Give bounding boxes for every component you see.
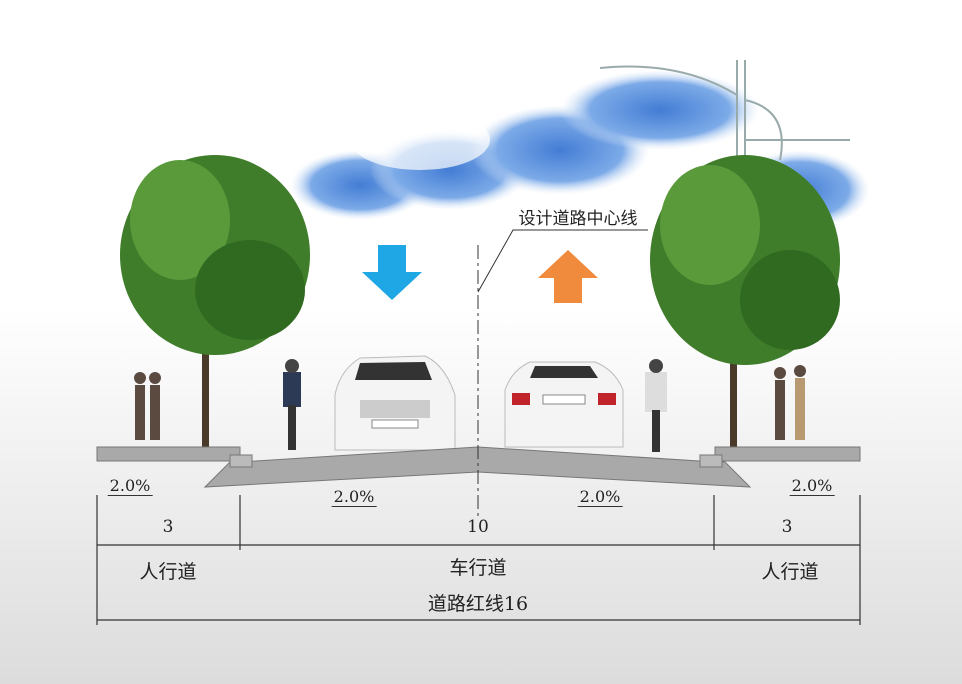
label-carriageway: 车行道 <box>449 557 507 579</box>
slope-right-sidewalk: 2.0% <box>789 476 835 496</box>
slope-right-lane: 2.0% <box>577 487 623 507</box>
centerline-label: 设计道路中心线 <box>518 209 638 229</box>
label-left-sidewalk: 人行道 <box>139 561 197 583</box>
label-right-sidewalk: 人行道 <box>761 561 819 583</box>
pedestrians-icon <box>134 365 806 440</box>
down-arrow-icon <box>362 245 422 300</box>
clouds <box>290 70 870 230</box>
right-car-icon <box>504 361 624 448</box>
label-total-width: 道路红线16 <box>427 593 529 615</box>
up-arrow-icon <box>538 250 598 303</box>
slope-left-lane: 2.0% <box>331 487 377 507</box>
right-tree-icon <box>650 155 840 450</box>
cyclists-icon <box>283 359 667 452</box>
width-right-sidewalk: 3 <box>781 517 793 537</box>
width-left-sidewalk: 3 <box>162 517 174 537</box>
width-carriageway: 10 <box>467 517 489 537</box>
centerline-leader <box>477 229 648 293</box>
slope-left-sidewalk: 2.0% <box>107 476 153 496</box>
left-car-icon <box>334 355 456 451</box>
street-lamp-icon <box>599 60 850 170</box>
road-section <box>96 446 861 488</box>
left-tree-icon <box>120 155 310 450</box>
dimension-lines <box>96 495 861 625</box>
